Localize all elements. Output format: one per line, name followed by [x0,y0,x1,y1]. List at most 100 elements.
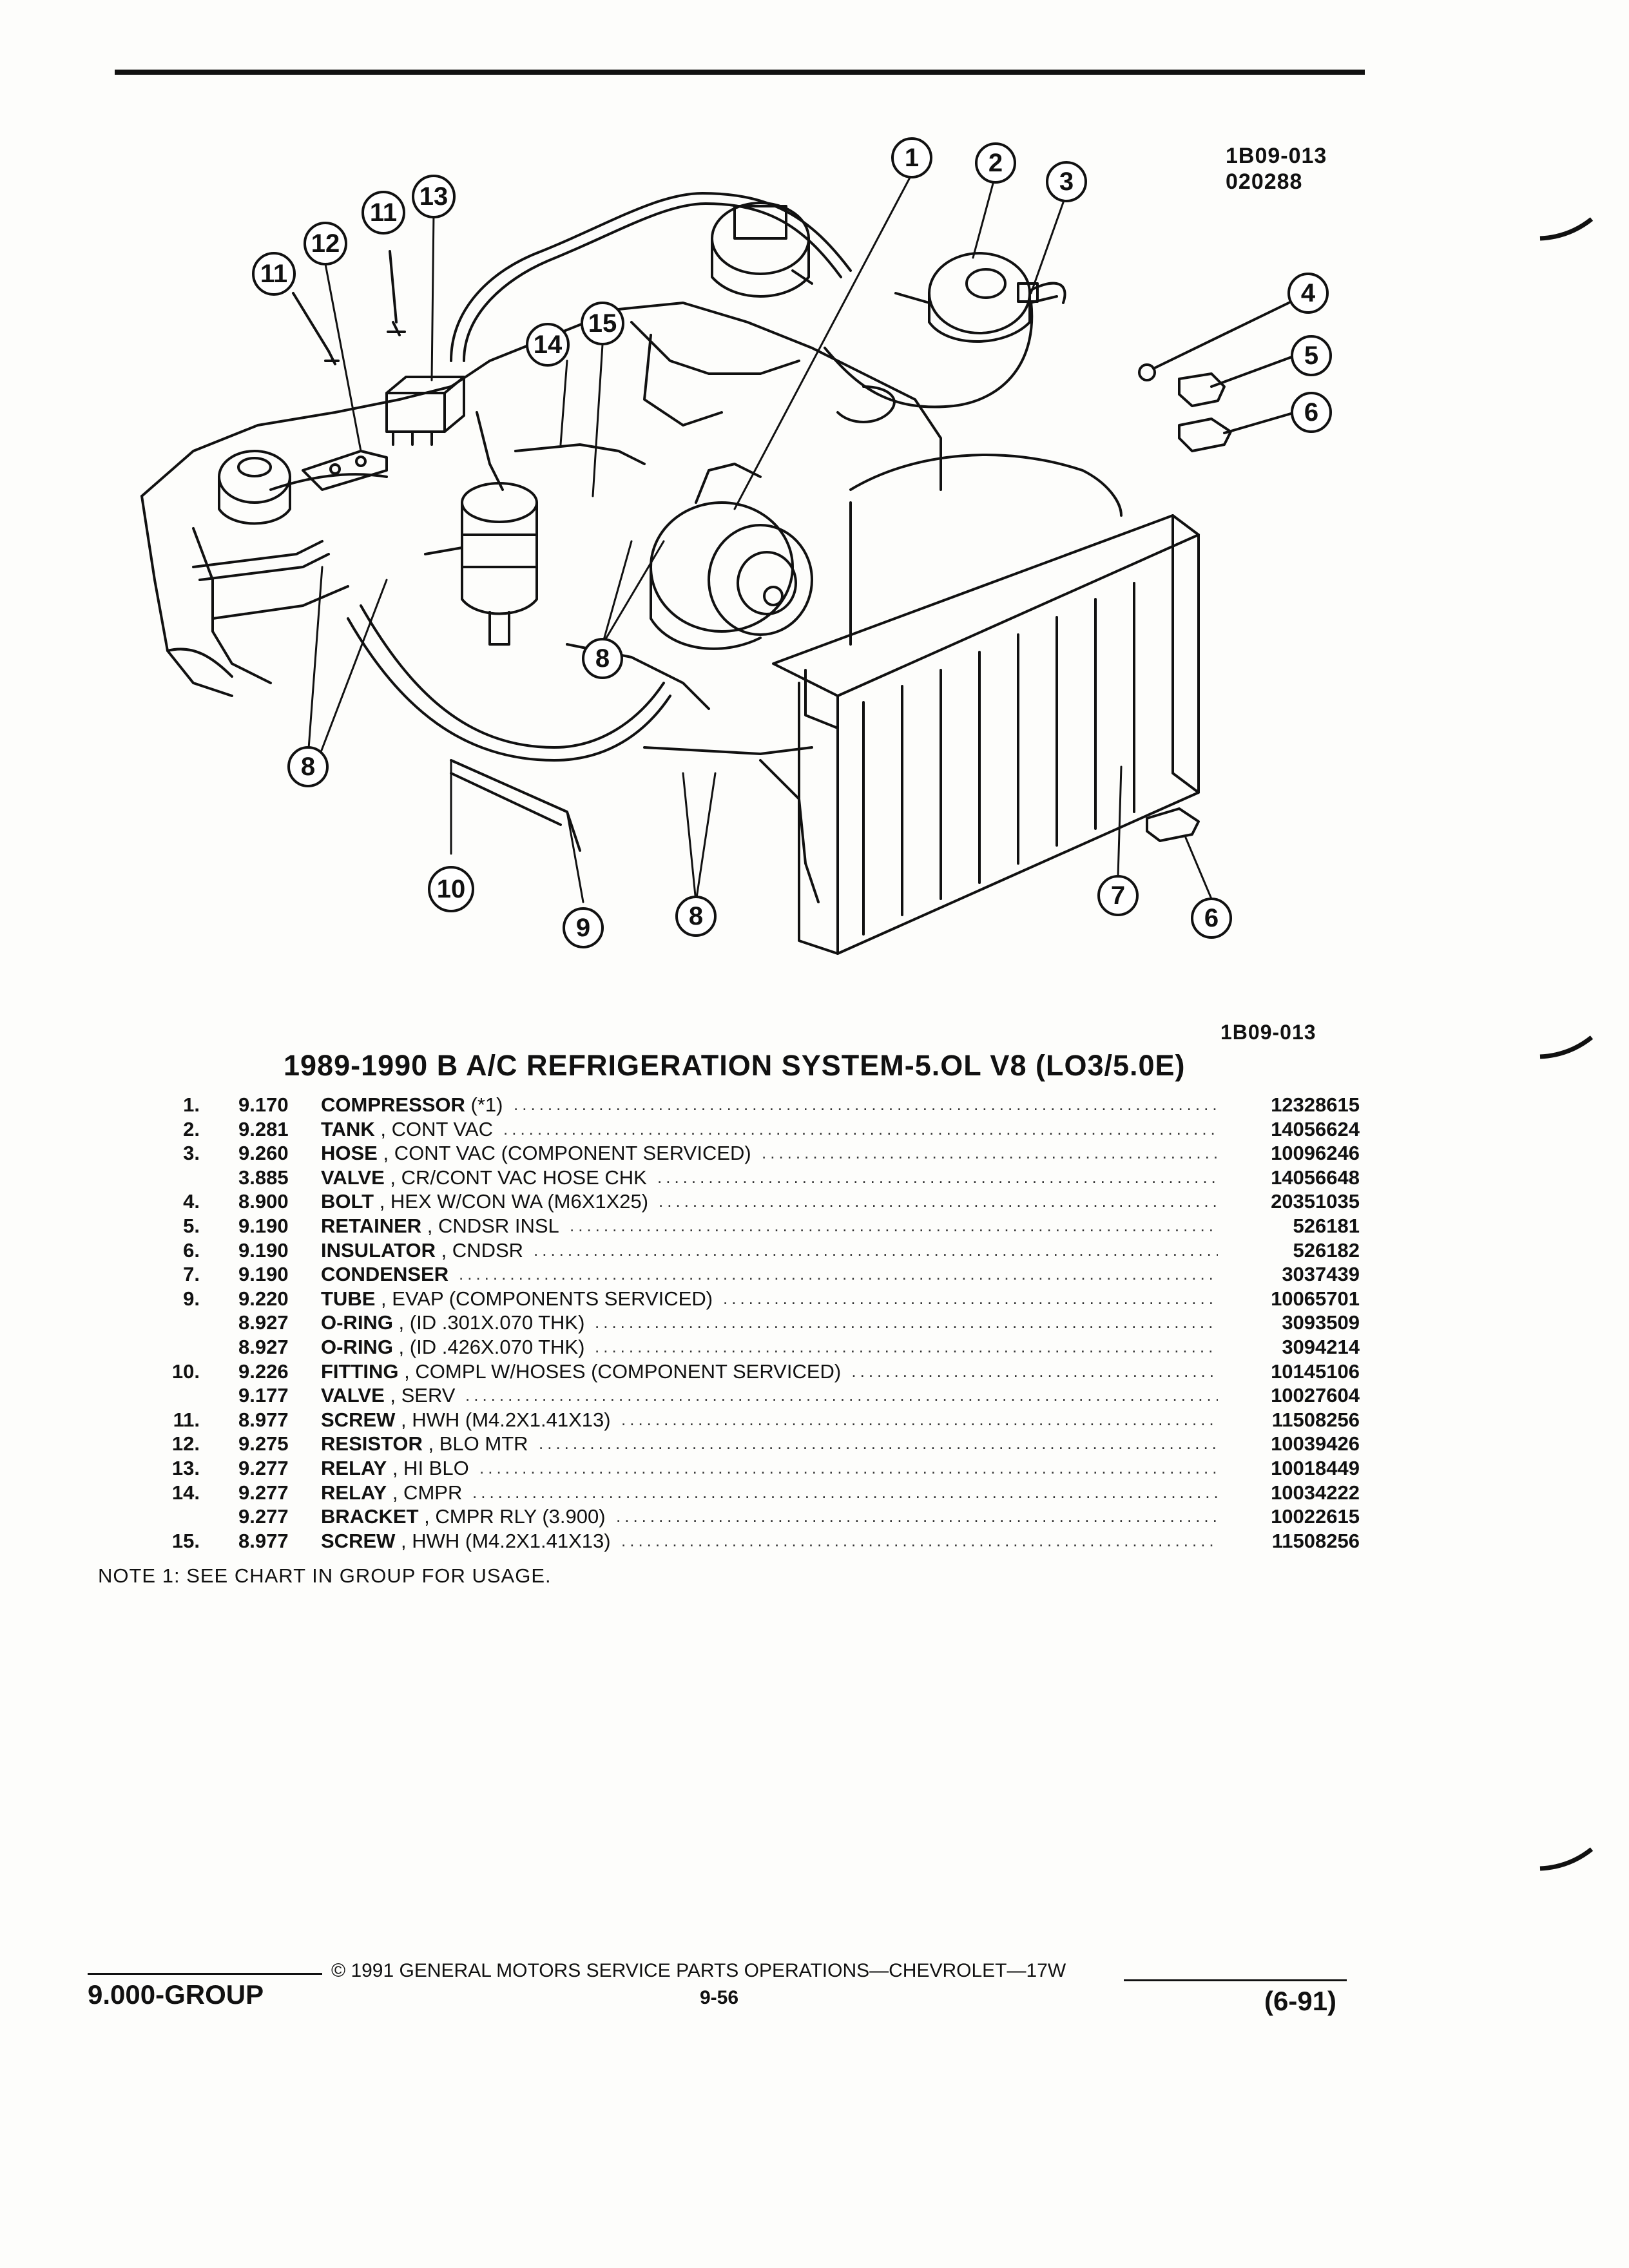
part-ref-number: 13. [171,1456,200,1479]
part-name: CONDENSER [321,1263,449,1286]
part-name: RESISTOR [321,1432,423,1456]
usage-note: NOTE 1: SEE CHART IN GROUP FOR USAGE. [98,1564,552,1587]
binder-edge-mark [1539,217,1594,241]
dot-leader: ........................................… [659,1191,1218,1211]
part-group-number: 9.190 [238,1263,289,1286]
part-group-number: 9.190 [238,1238,289,1262]
part-name: BOLT [321,1190,374,1213]
part-number: 10145106 [1271,1360,1360,1383]
dot-leader: ........................................… [539,1434,1218,1454]
callout-1 [891,137,932,178]
part-ref-number: 3. [183,1142,200,1165]
part-number: 3037439 [1282,1263,1360,1286]
callout-9 [563,907,604,948]
part-qualifier: , (ID .301X.070 THK) [392,1311,585,1334]
part-group-number: 9.220 [238,1287,289,1310]
part-number: 14056624 [1271,1117,1360,1140]
part-number: 3093509 [1282,1311,1360,1334]
part-ref-number: 9. [183,1287,200,1310]
dot-leader: ........................................… [657,1167,1218,1187]
dot-leader: ........................................… [514,1095,1218,1114]
part-group-number: 9.275 [238,1432,289,1456]
part-ref-number: 7. [183,1263,200,1286]
part-description: RETAINER , CNDSR INSL [321,1214,559,1238]
part-description: RESISTOR , BLO MTR [321,1432,528,1456]
part-description: VALVE , SERV [321,1383,455,1408]
dot-leader: ........................................… [616,1506,1218,1526]
callout-8-left [287,746,329,787]
callout-6-lower [1191,898,1232,939]
figure-id-bottom: 1B09-013 [1220,1021,1316,1044]
callout-2 [975,142,1016,184]
figure-date-code: 020288 [1226,169,1303,194]
part-group-number: 9.277 [238,1505,289,1528]
part-group-number: 9.281 [238,1117,289,1140]
callout-6-upper [1291,392,1332,433]
dot-leader: ........................................… [570,1215,1218,1235]
part-description: INSULATOR , CNDSR [321,1238,523,1263]
callout-4 [1287,273,1329,314]
dot-leader: ........................................… [621,1530,1218,1550]
footer-copyright: © 1991 GENERAL MOTORS SERVICE PARTS OPER… [331,1960,1066,1981]
vacuum-line-loop [450,192,852,362]
dot-leader: ........................................… [503,1119,1218,1139]
part-number: 14056648 [1271,1166,1360,1189]
callout-7-label: 7 [1111,881,1125,910]
vacuum-tank [894,252,1058,343]
part-qualifier: , HWH (M4.2X1.41X13) [395,1408,611,1431]
callout-10-label: 10 [437,875,466,903]
part-ref-number: 10. [171,1360,200,1383]
callout-13-label: 13 [419,182,448,211]
part-name: O-RING [321,1335,393,1358]
part-description: SCREW , HWH (M4.2X1.41X13) [321,1408,611,1432]
callout-5 [1291,335,1332,376]
figure-id-top: 1B09-013 [1226,144,1327,168]
part-qualifier: (*1) [465,1093,503,1116]
condenser [772,514,1200,955]
part-number: 10039426 [1271,1432,1360,1456]
footer-date-code: (6-91) [1264,1986,1337,2016]
callout-11-left-label: 11 [260,260,287,288]
callout-3-label: 3 [1059,168,1074,196]
callout-8-bottom [675,896,717,937]
callout-3 [1046,161,1087,202]
part-qualifier: , CR/CONT VAC HOSE CHK [384,1166,647,1189]
part-qualifier: , HWH (M4.2X1.41X13) [395,1529,611,1552]
part-name: BRACKET [321,1505,419,1528]
top-rule [115,70,1365,75]
part-qualifier: , CONT VAC (COMPONENT SERVICED) [377,1142,751,1165]
page-title: 1989-1990 B A/C REFRIGERATION SYSTEM-5.O… [284,1049,1186,1082]
callout-11-right-label: 11 [370,198,397,227]
screws-11 [292,250,406,365]
part-ref-number: 14. [171,1481,200,1504]
callout-leaders [307,173,1213,903]
part-group-number: 9.190 [238,1214,289,1237]
part-name: COMPRESSOR [321,1093,465,1116]
part-number: 11508256 [1271,1529,1360,1552]
callout-15-label: 15 [588,309,617,338]
part-group-number: 9.260 [238,1142,289,1165]
part-name: O-RING [321,1311,393,1334]
part-description: COMPRESSOR (*1) [321,1093,503,1117]
callout-6-lower-label: 6 [1204,904,1219,932]
part-number: 10034222 [1271,1481,1360,1504]
dot-leader: ........................................… [723,1288,1218,1308]
part-description: RELAY , HI BLO [321,1456,469,1481]
compressor [650,463,813,650]
footer-group-label: 9.000-GROUP [88,1979,264,2010]
part-group-number: 9.277 [238,1456,289,1479]
part-description: BOLT , HEX W/CON WA (M6X1X25) [321,1189,648,1214]
part-name: RETAINER [321,1214,422,1237]
dot-leader: ........................................… [472,1482,1218,1502]
part-name: FITTING [321,1360,399,1383]
